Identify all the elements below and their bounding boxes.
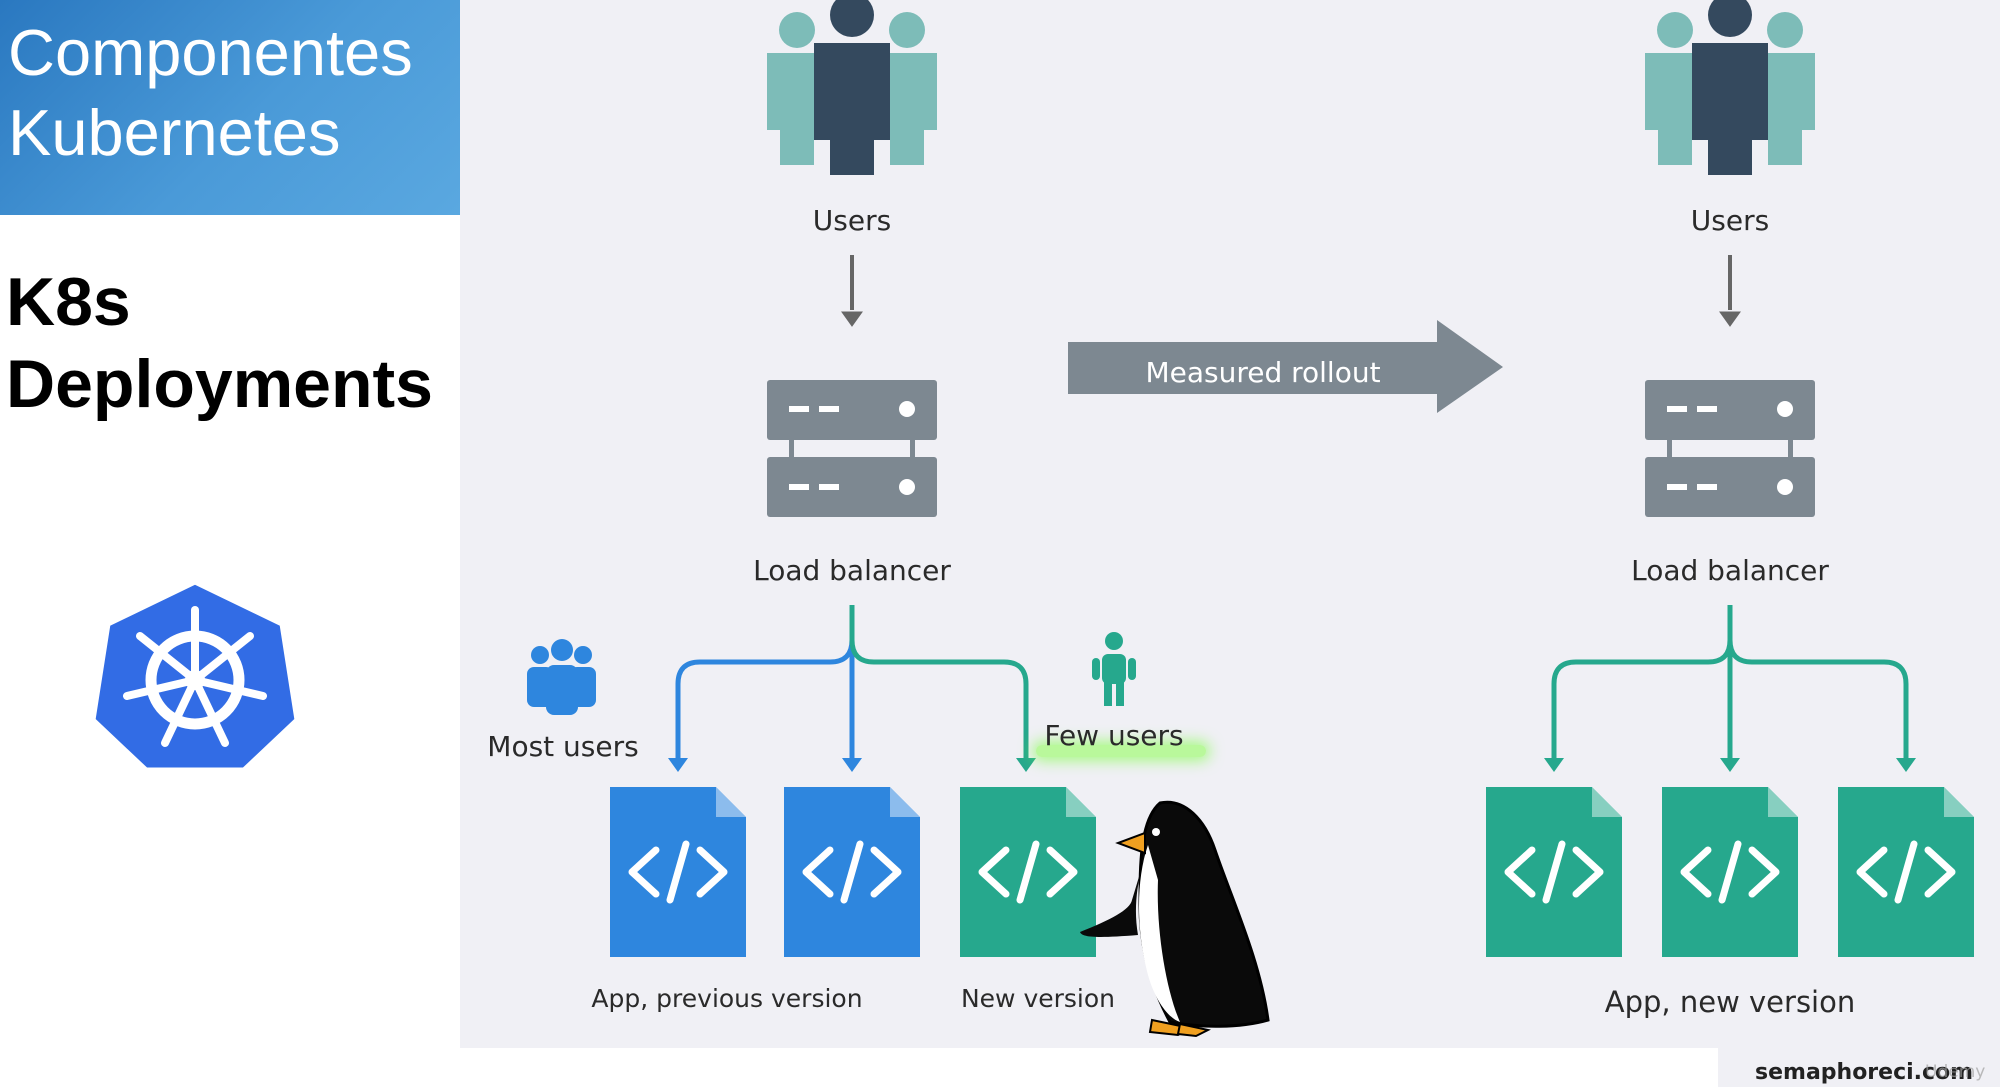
slide-title-line-2: Deployments: [6, 346, 433, 422]
kubernetes-logo-icon: [90, 579, 300, 773]
few-users-icon: [1092, 632, 1136, 706]
few-users-label: Few users: [1044, 719, 1184, 752]
code-file-icon-right-2: [1662, 787, 1798, 957]
header-line-2: Kubernetes: [8, 96, 341, 169]
new-version-label: New version: [960, 984, 1116, 1013]
slide-title-line-1: K8s: [6, 264, 131, 340]
users-to-lb-arrow-right: [1719, 255, 1741, 327]
users-group-icon: [767, 0, 937, 175]
source-credit: semaphoreci.com: [1755, 1060, 1974, 1085]
penguin-mascot-icon: [1080, 800, 1270, 1038]
users-label-right: Users: [1690, 204, 1770, 237]
most-users-icon: [527, 639, 596, 715]
source-strip: [1718, 1048, 2000, 1087]
few-users-highlight: [1036, 745, 1206, 757]
section-header: Componentes Kubernetes: [0, 0, 460, 215]
rollout-arrow-icon: [1068, 320, 1503, 413]
header-line-1: Componentes: [8, 16, 413, 89]
code-file-icon-prev-1: [610, 787, 746, 957]
code-file-icon-right-1: [1486, 787, 1622, 957]
users-label: Users: [812, 204, 892, 237]
branch-arrow-heads: [668, 758, 1036, 772]
load-balancer-label-right: Load balancer: [1631, 554, 1829, 587]
prev-version-label: App, previous version: [591, 984, 863, 1013]
code-file-icon-right-3: [1838, 787, 1974, 957]
branch-lines: [675, 605, 1029, 758]
load-balancer-icon-right: [1645, 380, 1815, 517]
watermark: Udemy: [1925, 1062, 1986, 1082]
users-to-lb-arrow: [841, 255, 863, 327]
users-group-icon-right: [1645, 0, 1815, 175]
code-file-icon-prev-2: [784, 787, 920, 957]
branch-arrow-heads-right: [1544, 758, 1916, 772]
load-balancer-label: Load balancer: [753, 554, 951, 587]
measured-rollout-label: Measured rollout: [1145, 356, 1381, 389]
code-file-icon-new: [960, 787, 1096, 957]
load-balancer-icon: [767, 380, 937, 517]
app-new-version-label: App, new version: [1604, 985, 1856, 1019]
most-users-label: Most users: [487, 730, 639, 763]
branch-lines-right: [1551, 605, 1909, 758]
